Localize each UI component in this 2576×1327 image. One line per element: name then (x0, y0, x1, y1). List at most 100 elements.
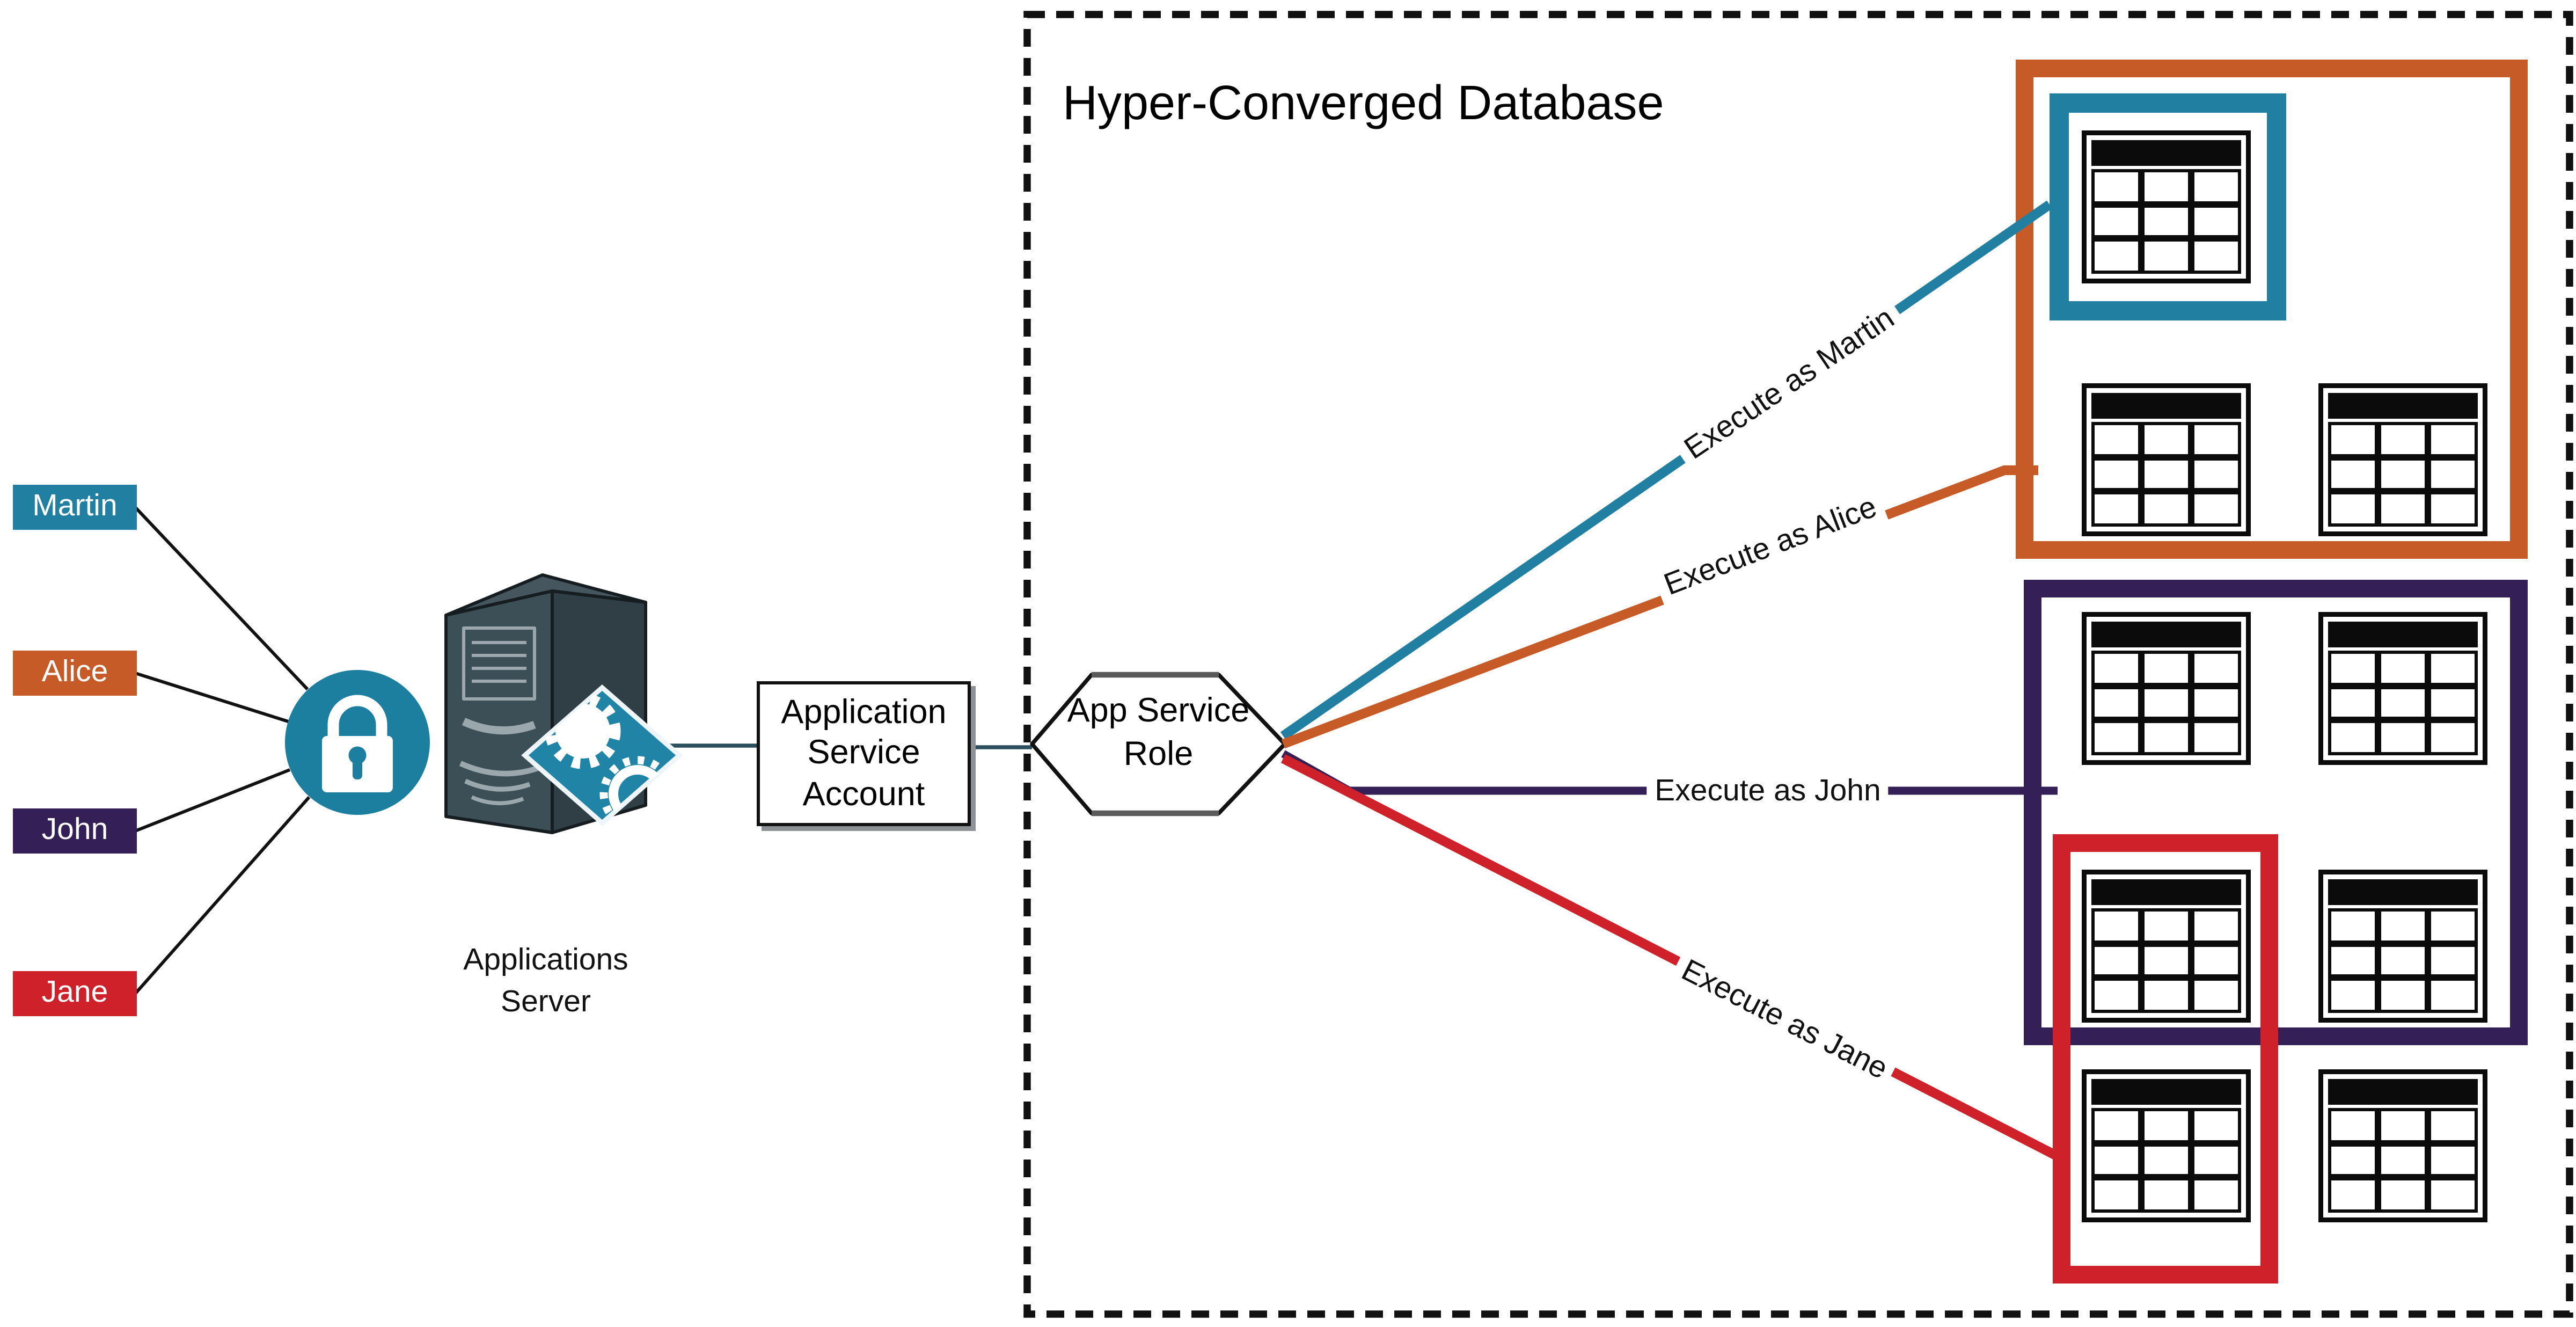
table-cell (2381, 981, 2425, 1010)
table-grid (2328, 1108, 2478, 1213)
table-cell (2431, 723, 2475, 752)
table-cell (2431, 494, 2475, 523)
table-cell (2431, 425, 2475, 454)
table-grid (2328, 422, 2478, 527)
table-cell (2145, 494, 2188, 523)
execute-as-martin-line (1280, 200, 2053, 740)
table-cell (2431, 654, 2475, 682)
user-label-john: John (13, 808, 137, 854)
table-cell (2381, 425, 2425, 454)
table-grid (2091, 908, 2241, 1013)
table-cell (2095, 654, 2138, 682)
table-cell (2194, 172, 2238, 201)
table-cell (2331, 1180, 2375, 1209)
asa-line2: Service (807, 734, 920, 772)
table-cell (2095, 172, 2138, 201)
table-header-bar (2328, 393, 2478, 419)
table-cell (2095, 494, 2138, 523)
table-cell (2194, 425, 2238, 454)
user-label-jane: Jane (13, 971, 137, 1016)
table-cell (2145, 172, 2188, 201)
user-name: John (41, 813, 108, 847)
user-name: Martin (32, 490, 118, 523)
table-cell (2095, 688, 2138, 717)
database-title: Hyper-Converged Database (1063, 77, 1664, 130)
applications-server-label: Applications Server (417, 940, 675, 1023)
table-cell (2194, 460, 2238, 488)
table-icon (2318, 870, 2487, 1023)
table-cell (2431, 1146, 2475, 1175)
execute-as-alice-line (1281, 465, 2038, 749)
table-header-bar (2328, 879, 2478, 905)
user-label-martin: Martin (13, 485, 137, 530)
table-cell (2095, 425, 2138, 454)
table-icon (2318, 1069, 2487, 1222)
table-cell (2381, 494, 2425, 523)
table-cell (2145, 981, 2188, 1010)
hex-line2: Role (1123, 736, 1194, 774)
table-cell (2194, 946, 2238, 975)
table-cell (2145, 723, 2188, 752)
table-header-bar (2328, 1079, 2478, 1105)
table-cell (2145, 242, 2188, 271)
table-icon (2082, 612, 2251, 765)
table-header-bar (2091, 622, 2241, 647)
table-cell (2381, 688, 2425, 717)
table-cell (2431, 946, 2475, 975)
table-grid (2328, 908, 2478, 1013)
table-cell (2431, 1111, 2475, 1140)
table-cell (2095, 946, 2138, 975)
table-cell (2331, 981, 2375, 1010)
table-cell (2145, 460, 2188, 488)
table-cell (2194, 912, 2238, 940)
table-cell (2145, 1111, 2188, 1140)
user-name: Alice (41, 655, 108, 689)
table-cell (2194, 723, 2238, 752)
table-cell (2194, 981, 2238, 1010)
table-cell (2194, 1146, 2238, 1175)
table-cell (2145, 425, 2188, 454)
asa-line1: Application (781, 693, 947, 731)
table-header-bar (2091, 393, 2241, 419)
table-grid (2091, 169, 2241, 274)
table-cell (2431, 1180, 2475, 1209)
table-icon (2082, 1069, 2251, 1222)
table-cell (2095, 981, 2138, 1010)
table-cell (2145, 912, 2188, 940)
table-cell (2431, 460, 2475, 488)
table-cell (2095, 723, 2138, 752)
table-cell (2145, 207, 2188, 236)
application-service-account-box: Application Service Account (757, 681, 971, 826)
table-cell (2194, 688, 2238, 717)
table-grid (2091, 651, 2241, 755)
table-icon (2082, 130, 2251, 283)
table-cell (2331, 946, 2375, 975)
execute-as-john-label: Execute as John (1646, 775, 1889, 810)
execute-as-alice-label: Execute as Alice (1652, 487, 1890, 608)
table-cell (2194, 1111, 2238, 1140)
table-cell (2145, 688, 2188, 717)
table-cell (2145, 654, 2188, 682)
table-cell (2194, 242, 2238, 271)
table-cell (2095, 1180, 2138, 1209)
table-cell (2431, 912, 2475, 940)
table-cell (2095, 242, 2138, 271)
table-cell (2431, 688, 2475, 717)
table-grid (2091, 422, 2241, 527)
table-cell (2145, 946, 2188, 975)
gear-icon (521, 684, 683, 826)
table-cell (2331, 460, 2375, 488)
server-line2: Server (501, 985, 591, 1019)
table-cell (2095, 460, 2138, 488)
table-cell (2095, 912, 2138, 940)
server-icon (444, 573, 647, 834)
table-cell (2331, 723, 2375, 752)
table-cell (2331, 912, 2375, 940)
table-cell (2194, 1180, 2238, 1209)
user-label-alice: Alice (13, 651, 137, 696)
table-cell (2381, 460, 2425, 488)
execute-as-martin-label: Execute as Martin (1672, 297, 1909, 473)
table-header-bar (2091, 1079, 2241, 1105)
